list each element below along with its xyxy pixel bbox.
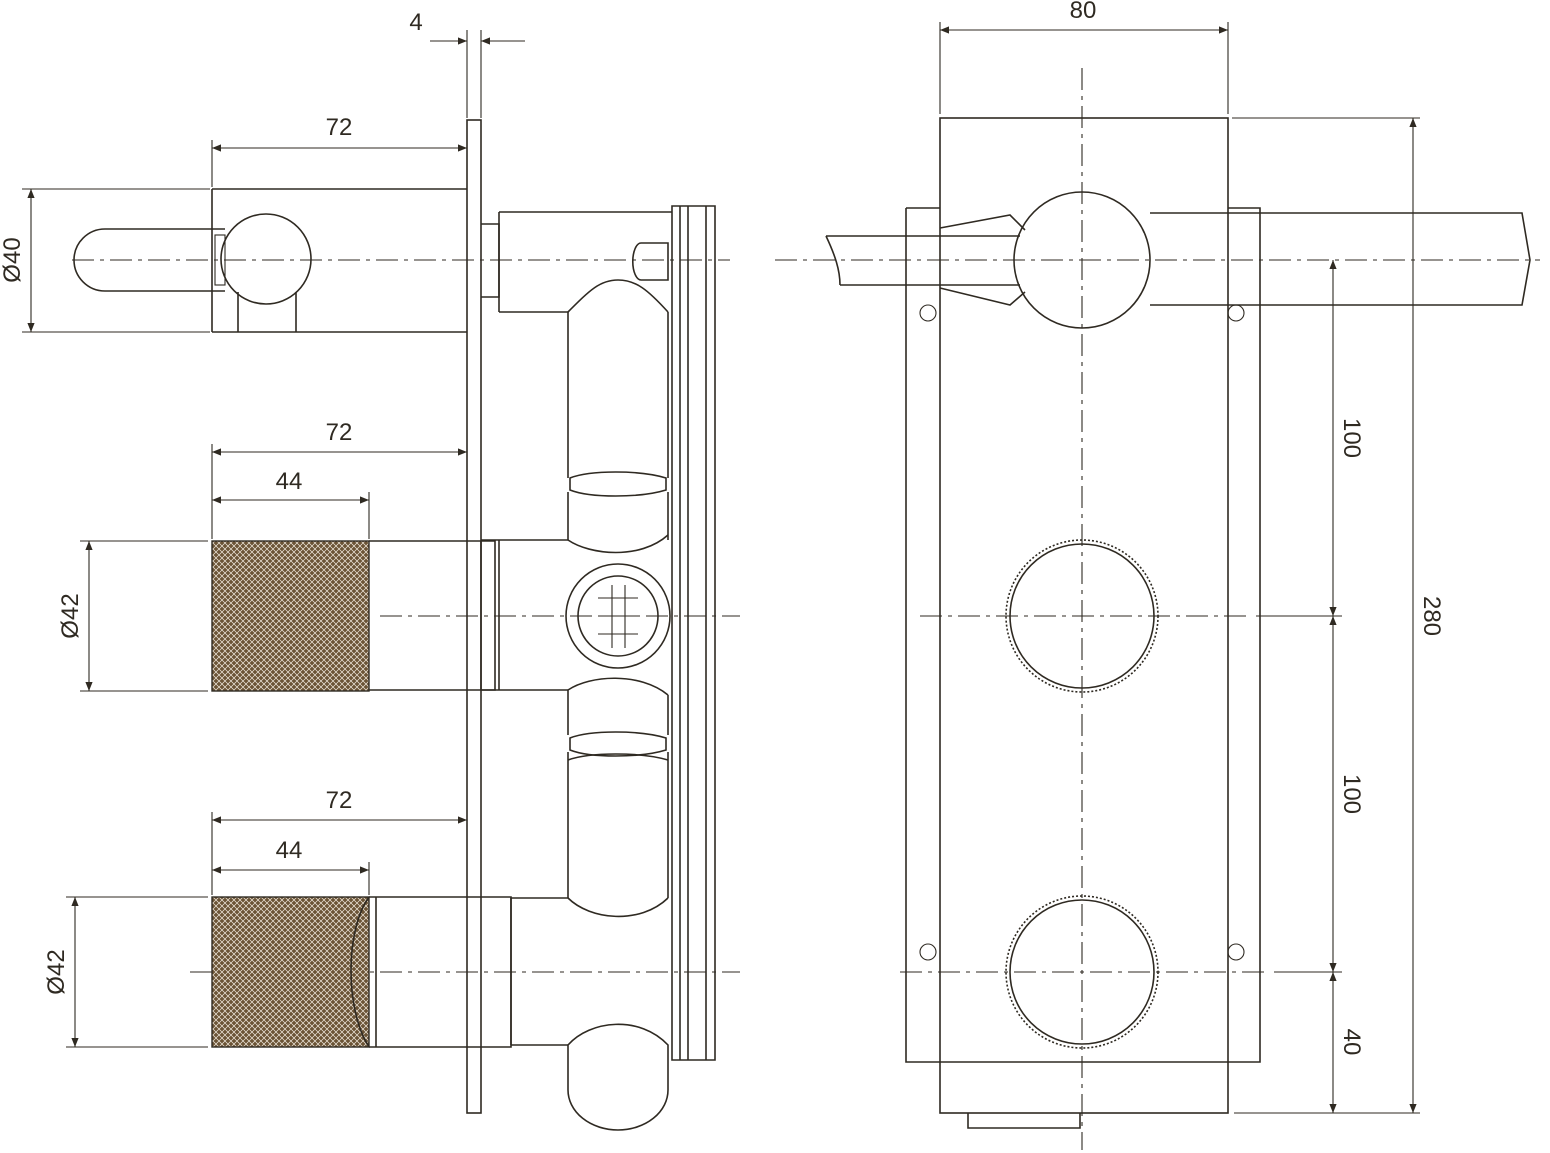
side-view: 4 72 Ø40 72 44 Ø42 xyxy=(0,9,740,1131)
dim-spout-diameter: Ø40 xyxy=(0,188,210,333)
side-knob-1 xyxy=(211,540,496,692)
screw-hole xyxy=(1227,943,1245,961)
front-view: 80 100 100 40 280 xyxy=(775,0,1540,1150)
dim-spout-length-label: 72 xyxy=(326,114,353,141)
dim-spacing-lower-label: 100 xyxy=(1338,774,1365,814)
side-valve-body xyxy=(190,205,740,1131)
dim-knob2-length-label: 72 xyxy=(326,787,353,814)
dim-plate-thickness: 4 xyxy=(409,9,525,118)
dim-spacing-lower: 100 xyxy=(1329,616,1365,972)
screw-hole xyxy=(1227,304,1245,322)
dim-knob1: 72 44 Ø42 xyxy=(57,419,467,692)
dim-knob2-knurl-label: 44 xyxy=(276,837,303,864)
screw-hole xyxy=(919,304,937,322)
dim-spout-diameter-label: Ø40 xyxy=(0,237,26,282)
dim-plate-width-label: 80 xyxy=(1070,0,1097,24)
dim-spacing-upper-label: 100 xyxy=(1338,418,1365,458)
dim-spout-length: 72 xyxy=(211,114,467,187)
dim-knob1-knurl-label: 44 xyxy=(276,468,303,495)
dim-knob2: 72 44 Ø42 xyxy=(43,787,467,1048)
dim-knob2-diameter-label: Ø42 xyxy=(43,949,70,994)
dim-bottom-offset: 40 xyxy=(1329,972,1365,1113)
side-spout xyxy=(72,188,730,333)
front-back-housing xyxy=(905,207,1261,1063)
dim-knob1-length-label: 72 xyxy=(326,419,353,446)
dim-knob1-diameter-label: Ø42 xyxy=(57,593,84,638)
dim-bottom-offset-label: 40 xyxy=(1338,1029,1365,1056)
dim-total-height: 280 xyxy=(1409,118,1445,1113)
side-knob-2 xyxy=(211,896,512,1048)
dim-plate-thickness-label: 4 xyxy=(409,9,422,36)
dim-total-height-label: 280 xyxy=(1418,596,1445,636)
dim-plate-width: 80 xyxy=(939,0,1229,114)
screw-hole xyxy=(919,943,937,961)
dim-spacing-upper: 100 xyxy=(1329,260,1365,616)
